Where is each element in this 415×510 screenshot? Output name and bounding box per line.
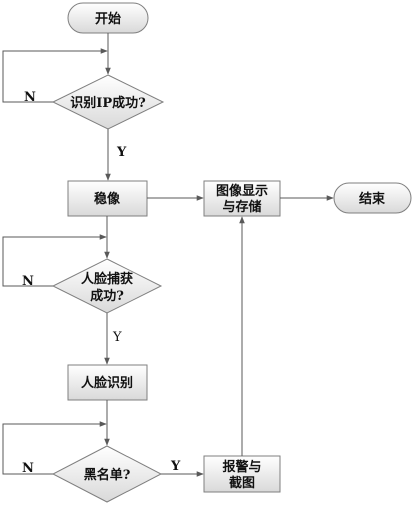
face-no-label: N [22, 274, 34, 289]
recognize-ip-label: 识别IP成功? [70, 95, 146, 111]
alarm-screenshot-process: 报警与 截图 [203, 455, 281, 493]
edge-ip-no-loop [2, 48, 108, 103]
end-label: 结束 [359, 191, 386, 207]
blacklist-no-label: N [22, 461, 34, 476]
edge-blacklist-no-loop [2, 421, 107, 475]
alarm-label-line1: 报警与 [222, 459, 261, 475]
blacklist-yes-label: Y [170, 459, 181, 474]
face-capture-decision: 人脸捕获 成功? [51, 258, 163, 314]
face-yes-label: Y [112, 330, 122, 345]
ip-no-label: N [24, 90, 36, 105]
stabilize-process: 稳像 [67, 180, 148, 217]
start-node: 开始 [67, 2, 149, 34]
end-node: 结束 [333, 182, 412, 214]
display-store-label-line1: 图像显示 [216, 183, 268, 199]
face-capture-label-line2: 成功? [90, 288, 124, 304]
face-capture-label-line1: 人脸捕获 [81, 271, 133, 287]
start-label: 开始 [95, 11, 121, 27]
stabilize-label: 稳像 [94, 191, 121, 207]
blacklist-label: 黑名单? [84, 467, 131, 483]
edge-face-no-loop [2, 234, 107, 287]
alarm-label-line2: 截图 [229, 475, 255, 491]
ip-yes-label: Y [116, 145, 127, 160]
display-store-process: 图像显示 与存储 [203, 180, 281, 217]
display-store-label-line2: 与存储 [222, 199, 261, 215]
recognize-ip-decision: 识别IP成功? [51, 74, 165, 130]
face-recognition-label: 人脸识别 [81, 375, 133, 391]
blacklist-decision: 黑名单? [51, 445, 163, 503]
face-recognition-process: 人脸识别 [67, 364, 148, 401]
